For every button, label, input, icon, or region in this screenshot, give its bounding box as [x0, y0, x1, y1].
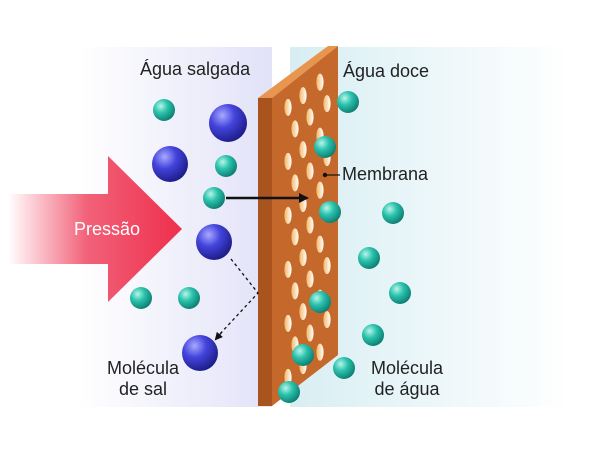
salt-molecule-label: Molécula de sal: [98, 358, 188, 400]
salt-molecule-label-line2: de sal: [118, 379, 168, 399]
water-molecule: [389, 282, 411, 304]
membrane-pore: [306, 216, 314, 234]
dashed-arrow-icon: [214, 258, 259, 341]
water-molecule: [203, 187, 225, 209]
salt-molecules: [152, 104, 247, 371]
membrane-pore: [299, 141, 307, 159]
membrane-pore: [291, 282, 299, 300]
membrane: [258, 46, 338, 406]
membrane-top: [258, 46, 338, 98]
water-molecule-label-line1: Molécula: [370, 358, 444, 378]
water-molecules: [130, 91, 411, 403]
fresh-water-label: Água doce: [343, 61, 430, 81]
membrane-pore: [284, 206, 292, 224]
water-molecule: [153, 99, 175, 121]
water-molecule: [309, 291, 331, 313]
pressure-label: Pressão: [74, 219, 141, 239]
water-molecule: [362, 324, 384, 346]
salt-molecule: [152, 146, 188, 182]
salt-molecule: [182, 335, 218, 371]
salt-molecule: [209, 104, 247, 142]
membrane-label: Membrana: [342, 164, 429, 184]
membrane-pore: [299, 303, 307, 321]
salt-molecule: [196, 224, 232, 260]
water-molecule: [337, 91, 359, 113]
water-molecule: [178, 287, 200, 309]
membrane-pore: [291, 174, 299, 192]
water-molecule: [382, 202, 404, 224]
membrane-pore: [323, 95, 331, 113]
membrane-pore: [316, 181, 324, 199]
membrane-pore: [323, 257, 331, 275]
water-molecule: [314, 136, 336, 158]
membrane-pore: [284, 260, 292, 278]
salt-molecule-label-line1: Molécula: [106, 358, 180, 378]
membrane-pores: [284, 73, 331, 386]
membrane-pore: [284, 152, 292, 170]
membrane-pore: [306, 324, 314, 342]
water-molecule-label: Molécula de água: [362, 358, 452, 400]
membrane-pore: [284, 98, 292, 116]
membrane-pore: [316, 73, 324, 91]
membrane-leader: [322, 172, 340, 178]
membrane-pore: [291, 228, 299, 246]
membrane-pore: [299, 87, 307, 105]
water-molecule: [278, 381, 300, 403]
membrane-pore: [284, 314, 292, 332]
membrane-pore: [316, 343, 324, 361]
pressure-arrow-icon: [8, 156, 182, 302]
membrane-pore: [306, 270, 314, 288]
membrane-side: [258, 98, 272, 406]
membrane-pore: [291, 120, 299, 138]
water-molecule: [292, 344, 314, 366]
membrane-pore: [306, 162, 314, 180]
membrane-pore: [323, 311, 331, 329]
water-molecule: [319, 201, 341, 223]
water-molecule-label-line2: de água: [374, 379, 440, 399]
water-molecule: [215, 155, 237, 177]
water-molecule: [333, 357, 355, 379]
membrane-pore: [299, 249, 307, 267]
water-molecule: [130, 287, 152, 309]
salt-water-label: Água salgada: [140, 59, 251, 79]
water-molecule: [358, 247, 380, 269]
membrane-pore: [306, 108, 314, 126]
membrane-pore: [316, 235, 324, 253]
